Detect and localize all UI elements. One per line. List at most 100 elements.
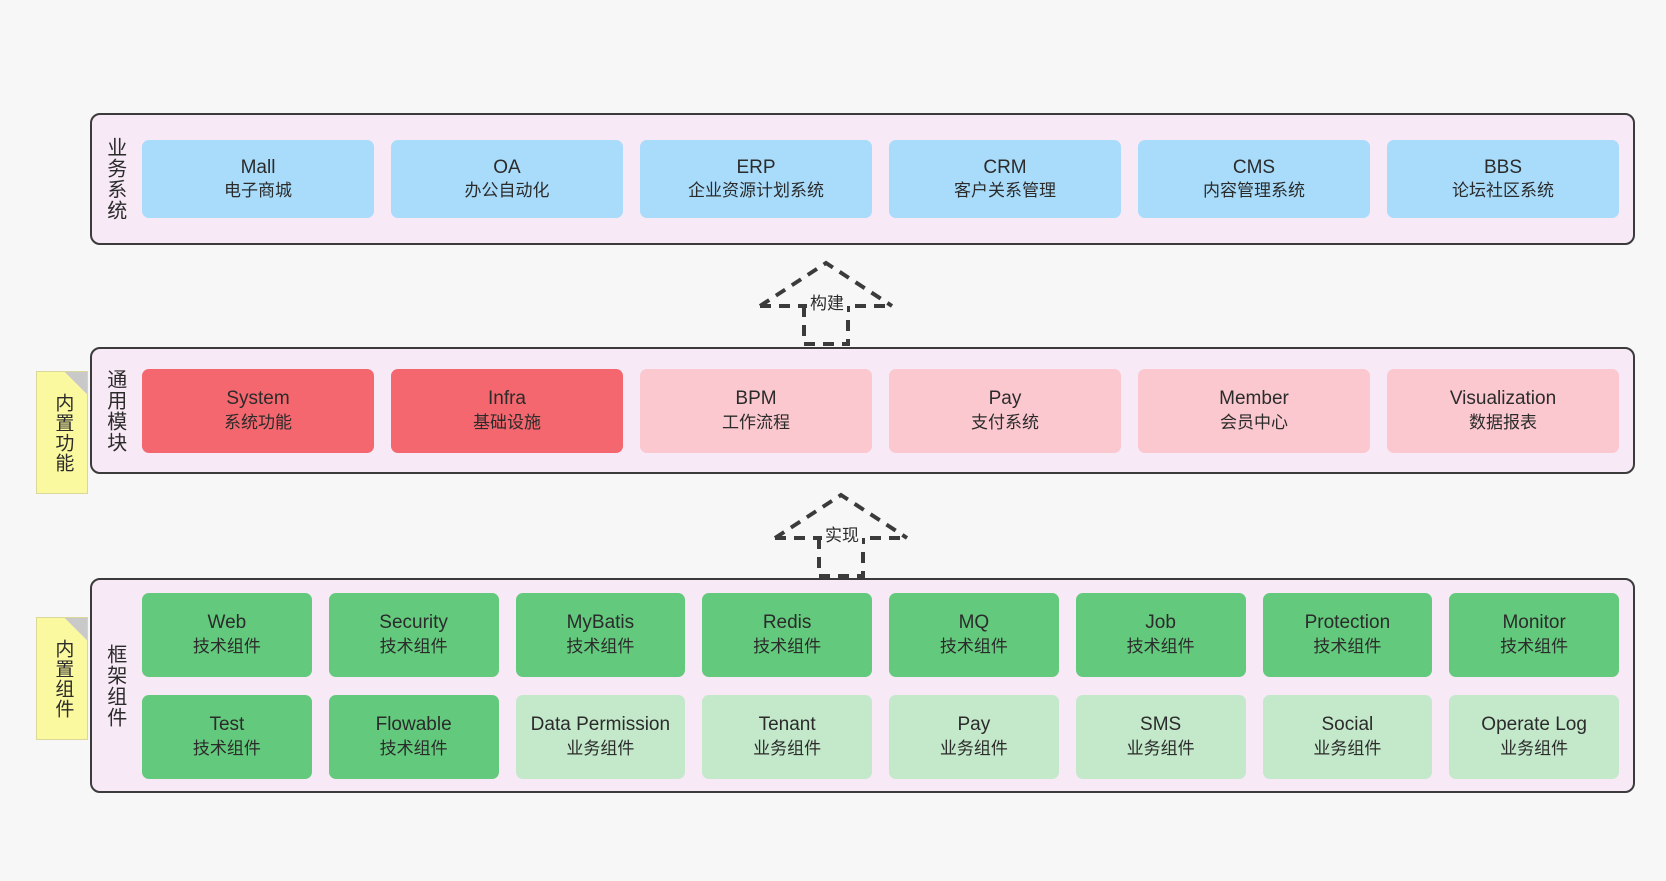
node-web-subtitle: 技术组件 bbox=[192, 636, 261, 656]
node-flowable-subtitle: 技术组件 bbox=[379, 738, 448, 758]
node-pay-component-title: Pay bbox=[957, 714, 991, 736]
node-sms-subtitle: 业务组件 bbox=[1126, 738, 1195, 758]
node-security-title: Security bbox=[379, 612, 448, 634]
node-flowable[interactable]: Flowable 技术组件 bbox=[328, 694, 499, 779]
framework-components-row-1: Web 技术组件 Security 技术组件 MyBatis 技术组件 Redi… bbox=[142, 592, 1619, 677]
layer-title-framework-components: 框架组件 bbox=[103, 643, 126, 728]
node-redis-title: Redis bbox=[762, 612, 812, 634]
node-protection-title: Protection bbox=[1304, 612, 1391, 634]
node-redis-subtitle: 技术组件 bbox=[753, 636, 822, 656]
connector-implement-label: 实现 bbox=[822, 521, 862, 546]
node-bbs-title: BBS bbox=[1483, 156, 1523, 178]
node-mq-title: MQ bbox=[958, 612, 990, 634]
layer-title-business-systems: 业务系统 bbox=[103, 137, 126, 221]
layer-business-systems: 业务系统 Mall 电子商城 OA 办公自动化 ERP 企业资源计划系统 CRM… bbox=[90, 113, 1635, 245]
node-test-subtitle: 技术组件 bbox=[192, 738, 261, 758]
node-mybatis-subtitle: 技术组件 bbox=[566, 636, 635, 656]
common-modules-row: System 系统功能 Infra 基础设施 BPM 工作流程 Pay 支付系统… bbox=[142, 368, 1619, 453]
node-job-subtitle: 技术组件 bbox=[1126, 636, 1195, 656]
node-cms[interactable]: CMS 内容管理系统 bbox=[1138, 140, 1370, 218]
node-operate-log-subtitle: 业务组件 bbox=[1500, 738, 1569, 758]
node-social-title: Social bbox=[1321, 714, 1374, 736]
node-data-permission[interactable]: Data Permission 业务组件 bbox=[515, 694, 686, 779]
node-data-permission-subtitle: 业务组件 bbox=[566, 738, 635, 758]
node-operate-log[interactable]: Operate Log 业务组件 bbox=[1449, 694, 1619, 779]
connector-build: 构建 bbox=[757, 258, 897, 346]
business-systems-row: Mall 电子商城 OA 办公自动化 ERP 企业资源计划系统 CRM 客户关系… bbox=[142, 140, 1619, 218]
node-visualization-title: Visualization bbox=[1449, 388, 1557, 410]
generalization-triangle-implement bbox=[773, 492, 909, 540]
node-crm[interactable]: CRM 客户关系管理 bbox=[889, 140, 1121, 218]
node-bpm-title: BPM bbox=[735, 388, 777, 410]
node-cms-subtitle: 内容管理系统 bbox=[1203, 181, 1305, 201]
node-infra[interactable]: Infra 基础设施 bbox=[391, 368, 623, 453]
node-infra-subtitle: 基础设施 bbox=[473, 412, 541, 432]
node-job[interactable]: Job 技术组件 bbox=[1075, 592, 1246, 677]
node-member[interactable]: Member 会员中心 bbox=[1138, 368, 1370, 453]
node-protection[interactable]: Protection 技术组件 bbox=[1262, 592, 1433, 677]
node-oa-title: OA bbox=[493, 156, 521, 178]
node-security-subtitle: 技术组件 bbox=[379, 636, 448, 656]
node-mq-subtitle: 技术组件 bbox=[939, 636, 1008, 656]
connector-implement: 实现 bbox=[772, 490, 912, 578]
node-mybatis[interactable]: MyBatis 技术组件 bbox=[515, 592, 686, 677]
note-builtin-features: 内置功能 bbox=[36, 371, 88, 494]
layer-body-framework-components: Web 技术组件 Security 技术组件 MyBatis 技术组件 Redi… bbox=[136, 580, 1633, 791]
node-test-title: Test bbox=[209, 714, 245, 736]
node-pay-component-subtitle: 业务组件 bbox=[939, 738, 1008, 758]
generalization-stem-implement bbox=[817, 538, 865, 578]
node-system-title: System bbox=[226, 388, 290, 410]
node-tenant-title: Tenant bbox=[758, 714, 816, 736]
node-visualization-subtitle: 数据报表 bbox=[1469, 412, 1537, 432]
node-bpm-subtitle: 工作流程 bbox=[722, 412, 790, 432]
node-mall[interactable]: Mall 电子商城 bbox=[142, 140, 374, 218]
node-crm-subtitle: 客户关系管理 bbox=[954, 181, 1056, 201]
node-pay-component[interactable]: Pay 业务组件 bbox=[889, 694, 1059, 779]
node-flowable-title: Flowable bbox=[375, 714, 452, 736]
node-oa-subtitle: 办公自动化 bbox=[464, 181, 550, 201]
node-erp-subtitle: 企业资源计划系统 bbox=[688, 181, 824, 201]
node-pay-module-title: Pay bbox=[988, 388, 1022, 410]
node-tenant-subtitle: 业务组件 bbox=[753, 738, 822, 758]
node-system-subtitle: 系统功能 bbox=[224, 412, 292, 432]
node-system[interactable]: System 系统功能 bbox=[142, 368, 374, 453]
note-builtin-components: 内置组件 bbox=[36, 617, 88, 740]
node-social[interactable]: Social 业务组件 bbox=[1262, 694, 1433, 779]
node-pay-module[interactable]: Pay 支付系统 bbox=[889, 368, 1121, 453]
node-redis[interactable]: Redis 技术组件 bbox=[702, 592, 872, 677]
node-sms[interactable]: SMS 业务组件 bbox=[1075, 694, 1246, 779]
node-protection-subtitle: 技术组件 bbox=[1313, 636, 1382, 656]
layer-framework-components: 框架组件 Web 技术组件 Security 技术组件 MyBatis 技术组件… bbox=[90, 578, 1635, 793]
node-mall-subtitle: 电子商城 bbox=[224, 181, 292, 201]
node-web[interactable]: Web 技术组件 bbox=[142, 592, 312, 677]
node-member-title: Member bbox=[1219, 388, 1289, 410]
node-bbs-subtitle: 论坛社区系统 bbox=[1452, 181, 1554, 201]
node-job-title: Job bbox=[1145, 612, 1176, 634]
node-bbs[interactable]: BBS 论坛社区系统 bbox=[1387, 140, 1619, 218]
node-pay-module-subtitle: 支付系统 bbox=[971, 412, 1039, 432]
node-monitor[interactable]: Monitor 技术组件 bbox=[1449, 592, 1619, 677]
node-test[interactable]: Test 技术组件 bbox=[142, 694, 312, 779]
node-mybatis-title: MyBatis bbox=[566, 612, 635, 634]
note-builtin-components-label: 内置组件 bbox=[52, 638, 74, 719]
connector-build-label: 构建 bbox=[807, 289, 847, 314]
node-bpm[interactable]: BPM 工作流程 bbox=[640, 368, 872, 453]
layer-title-common-modules: 通用模块 bbox=[103, 368, 126, 453]
generalization-stem-build bbox=[802, 306, 850, 346]
node-mq[interactable]: MQ 技术组件 bbox=[889, 592, 1059, 677]
node-monitor-subtitle: 技术组件 bbox=[1500, 636, 1569, 656]
node-oa[interactable]: OA 办公自动化 bbox=[391, 140, 623, 218]
node-mall-title: Mall bbox=[240, 156, 276, 178]
node-tenant[interactable]: Tenant 业务组件 bbox=[702, 694, 872, 779]
node-erp[interactable]: ERP 企业资源计划系统 bbox=[640, 140, 872, 218]
note-builtin-features-label: 内置功能 bbox=[52, 392, 74, 473]
node-visualization[interactable]: Visualization 数据报表 bbox=[1387, 368, 1619, 453]
node-cms-title: CMS bbox=[1232, 156, 1276, 178]
node-operate-log-title: Operate Log bbox=[1481, 714, 1587, 736]
layer-common-modules: 通用模块 System 系统功能 Infra 基础设施 BPM 工作流程 Pay… bbox=[90, 347, 1635, 474]
node-infra-title: Infra bbox=[487, 388, 527, 410]
layer-body-common-modules: System 系统功能 Infra 基础设施 BPM 工作流程 Pay 支付系统… bbox=[136, 349, 1633, 472]
layer-body-business-systems: Mall 电子商城 OA 办公自动化 ERP 企业资源计划系统 CRM 客户关系… bbox=[136, 115, 1633, 243]
node-web-title: Web bbox=[207, 612, 247, 634]
node-security[interactable]: Security 技术组件 bbox=[328, 592, 499, 677]
